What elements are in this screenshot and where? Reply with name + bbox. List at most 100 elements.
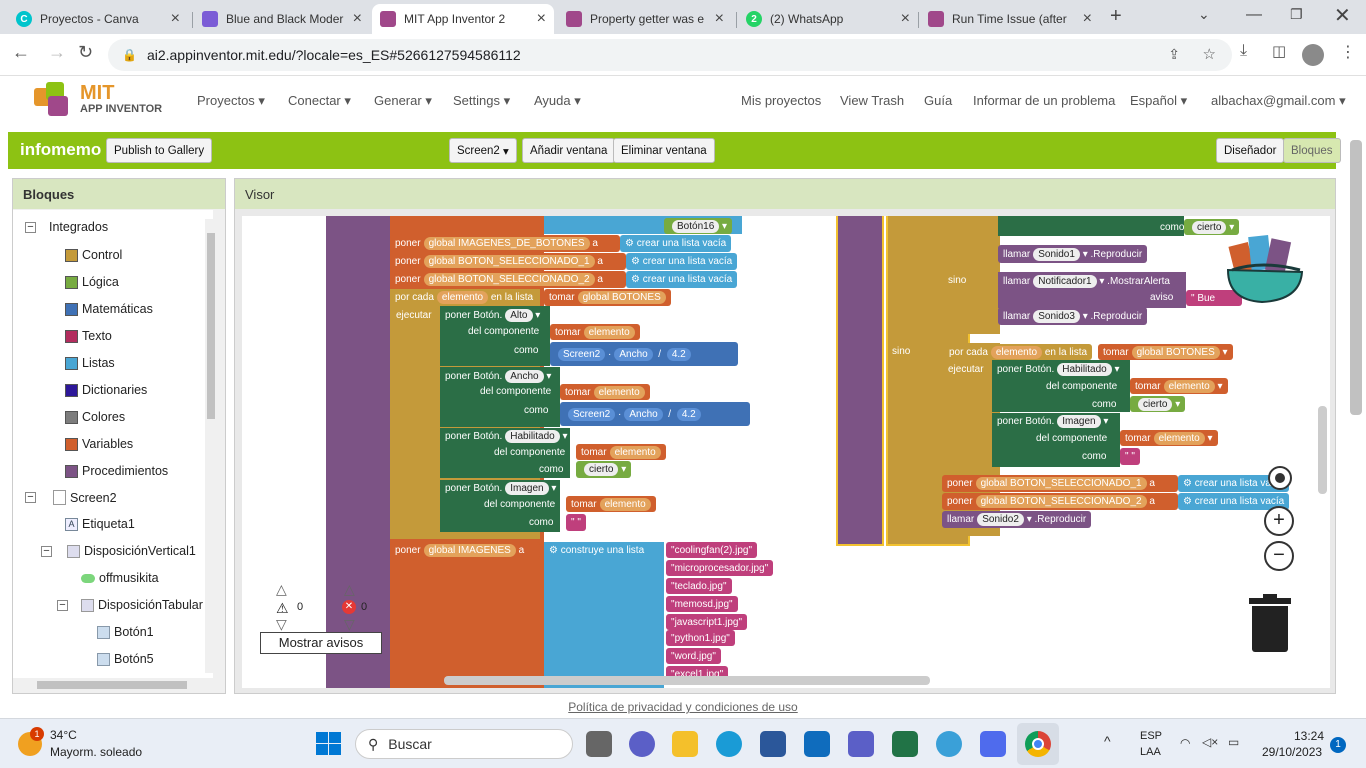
menu-ayuda[interactable]: Ayuda ▾: [534, 93, 581, 108]
tree-listas[interactable]: Listas: [65, 356, 115, 370]
zoom-out-icon[interactable]: −: [1264, 541, 1294, 571]
close-icon[interactable]: ×: [714, 10, 724, 27]
tree-boton5[interactable]: Botón5: [97, 652, 154, 666]
text-image-item[interactable]: " javascript1.jpg ": [666, 614, 748, 630]
lang-secondary[interactable]: LAA: [1140, 746, 1161, 758]
text-block[interactable]: " Bue: [1186, 290, 1242, 306]
menu-settings[interactable]: Settings ▾: [453, 93, 511, 108]
make-empty-list[interactable]: ⚙ crear una lista vacía: [1178, 475, 1290, 492]
make-empty-list[interactable]: ⚙ crear una lista vacía: [1178, 493, 1290, 510]
app-icon[interactable]: [980, 731, 1006, 757]
tab-runtime-issue[interactable]: Run Time Issue (after ×: [920, 4, 1100, 34]
star-icon[interactable]: ☆: [1202, 46, 1216, 63]
tree-procedimientos[interactable]: Procedimientos: [65, 464, 168, 478]
text-image-item[interactable]: " teclado.jpg ": [666, 578, 732, 594]
back-icon[interactable]: ←: [12, 42, 30, 62]
text-image-item[interactable]: " coolingfan(2).jpg ": [666, 542, 758, 558]
notification-badge[interactable]: 1: [1330, 737, 1346, 753]
designer-button[interactable]: Diseñador: [1216, 138, 1285, 163]
menu-generar[interactable]: Generar ▾: [374, 93, 432, 108]
true-block[interactable]: cierto ▾: [1184, 219, 1240, 235]
lang-primary[interactable]: ESP: [1140, 730, 1163, 742]
divide-block[interactable]: Screen2 ·Ancho / 4.2: [560, 402, 750, 426]
tree-disposicion-tabular[interactable]: DisposiciónTabular: [81, 598, 203, 612]
make-empty-list-1[interactable]: ⚙ crear una lista vacía: [620, 235, 732, 252]
file-explorer-icon[interactable]: [672, 731, 698, 757]
boton16-block[interactable]: Botón16 ▾: [664, 218, 733, 234]
close-icon[interactable]: ×: [1082, 10, 1092, 27]
chevron-down-icon[interactable]: ⌄: [1198, 6, 1210, 22]
collapse-icon[interactable]: −: [57, 600, 68, 611]
tab-app-inventor[interactable]: MIT App Inventor 2 ×: [372, 4, 554, 34]
url-field[interactable]: 🔒 ai2.appinventor.mit.edu/?locale=es_ES#…: [108, 39, 1232, 71]
procedure-block[interactable]: [326, 216, 390, 688]
minimize-icon[interactable]: —: [1246, 6, 1262, 23]
link-guia[interactable]: Guía: [924, 93, 953, 108]
menu-language[interactable]: Español ▾: [1130, 93, 1188, 108]
true-block[interactable]: cierto ▾: [576, 461, 632, 478]
backpack-icon[interactable]: [1222, 230, 1306, 308]
battery-icon[interactable]: ▭: [1228, 735, 1240, 749]
new-tab-icon[interactable]: +: [1110, 5, 1122, 27]
add-screen-button[interactable]: Añadir ventana: [522, 138, 616, 163]
tree-control[interactable]: Control: [65, 248, 122, 262]
recenter-icon[interactable]: [1268, 466, 1292, 490]
edge-icon[interactable]: [716, 731, 742, 757]
error-prev-arrow[interactable]: △: [344, 581, 355, 597]
menu-proyectos[interactable]: Proyectos ▾: [197, 93, 265, 108]
empty-text-block[interactable]: " ": [566, 514, 586, 531]
collapse-icon[interactable]: −: [41, 546, 52, 557]
share-icon[interactable]: ⇪: [1168, 46, 1180, 62]
empty-text-block[interactable]: " ": [1120, 448, 1140, 465]
privacy-link[interactable]: Política de privacidad y condiciones de …: [568, 700, 798, 714]
chevron-up-icon[interactable]: ^: [1104, 733, 1111, 749]
zoom-in-icon[interactable]: +: [1264, 506, 1294, 536]
show-warnings-button[interactable]: Mostrar avisos: [260, 632, 382, 654]
clock-time[interactable]: 13:24: [1294, 729, 1325, 743]
remove-screen-button[interactable]: Eliminar ventana: [613, 138, 715, 163]
app-icon[interactable]: [936, 731, 962, 757]
tree-offmusikita[interactable]: offmusikita: [81, 571, 159, 585]
tree-hscrollbar[interactable]: [25, 679, 201, 691]
link-view-trash[interactable]: View Trash: [840, 93, 905, 108]
warning-next-arrow[interactable]: ▽: [276, 616, 287, 632]
close-icon[interactable]: ×: [900, 10, 910, 27]
page-scrollbar[interactable]: [1350, 140, 1362, 415]
text-image-item[interactable]: " python1.jpg ": [666, 630, 735, 646]
tree-screen2[interactable]: Screen2: [53, 490, 117, 505]
link-mis-proyectos[interactable]: Mis proyectos: [741, 93, 822, 108]
windows-start-icon[interactable]: [316, 732, 342, 756]
close-icon[interactable]: ×: [170, 10, 180, 27]
restore-icon[interactable]: ❐: [1290, 6, 1303, 22]
divide-block[interactable]: Screen2 ·Ancho / 4.2: [550, 342, 738, 366]
tab-blue-black[interactable]: Blue and Black Moder ×: [194, 4, 370, 34]
volume-icon[interactable]: ◁×: [1202, 735, 1219, 749]
close-window-icon[interactable]: ✕: [1334, 5, 1351, 27]
menu-user[interactable]: albachax@gmail.com ▾: [1211, 93, 1346, 108]
menu-conectar[interactable]: Conectar ▾: [288, 93, 351, 108]
event-block-right[interactable]: [836, 216, 884, 546]
publish-gallery-button[interactable]: Publish to Gallery: [106, 138, 213, 163]
tree-texto[interactable]: Texto: [65, 329, 112, 343]
excel-icon[interactable]: [892, 731, 918, 757]
set-top-block[interactable]: [998, 216, 1184, 236]
text-image-item[interactable]: " word.jpg ": [666, 648, 721, 664]
chrome-taskbar-active[interactable]: [1017, 723, 1059, 765]
teams-icon[interactable]: [848, 731, 874, 757]
link-report-problem[interactable]: Informar de un problema: [973, 93, 1116, 108]
collapse-icon[interactable]: −: [25, 492, 36, 503]
collapse-icon[interactable]: −: [25, 222, 36, 233]
blocks-button[interactable]: Bloques: [1283, 138, 1341, 163]
forward-icon[interactable]: →: [48, 42, 66, 62]
